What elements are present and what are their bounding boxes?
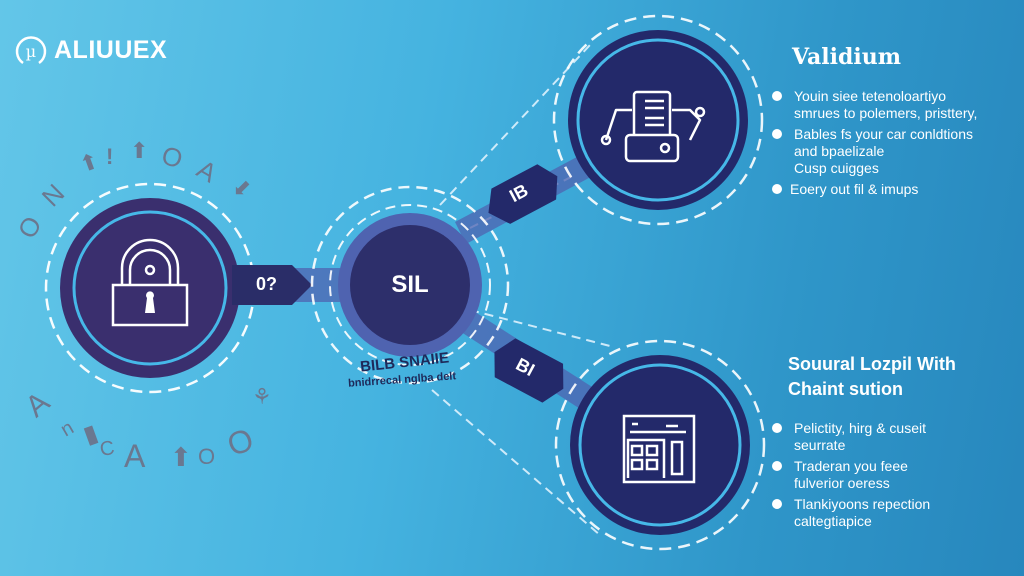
document-printer-icon: [600, 90, 706, 163]
logo-mark-icon: µ: [15, 36, 47, 65]
panel-secure-logic: Souural Lozpil With Chaint sution Pelict…: [768, 352, 1018, 534]
ring-char: ⬆: [130, 138, 149, 163]
bullet-item: Bables fs your car conldtions and bpaeli…: [768, 126, 1018, 177]
hub-node: [310, 185, 510, 385]
ring-char: !: [106, 144, 114, 169]
bullet-item: Eoery out fil & imups: [768, 181, 1018, 198]
bullet-dot-icon: [772, 461, 782, 471]
bottom-node: [554, 339, 766, 551]
bottom-connector-badge: [494, 338, 564, 403]
bullet-item: Youin siee tetenoloartiyo smrues to pole…: [768, 88, 1018, 122]
bullet-dot-icon: [772, 91, 782, 101]
hub-label: SIL: [391, 271, 429, 298]
panel-secure-title-line1: Souural Lozpil With: [788, 354, 956, 374]
bullet-dot-icon: [772, 129, 782, 139]
bullet-dot-icon: [772, 184, 782, 194]
bullet-dot-icon: [772, 423, 782, 433]
ring-char: ⚘: [252, 384, 272, 409]
left-connector-badge: [232, 265, 312, 305]
ring-char: O: [198, 444, 216, 469]
bullet-item: Tlankiyoons repection caltegtiapice: [768, 496, 1018, 530]
panel-validium: Validium Youin siee tetenoloartiyo smrue…: [768, 44, 1018, 202]
svg-text:µ: µ: [26, 42, 36, 61]
panel-validium-bullets: Youin siee tetenoloartiyo smrues to pole…: [768, 88, 1018, 198]
left-node: [44, 182, 256, 394]
panel-validium-title: Validium: [792, 44, 902, 70]
bullet-dot-icon: [772, 499, 782, 509]
bullet-item: Traderan you feee fulverior oeress: [768, 458, 1018, 492]
padlock-icon: [111, 238, 189, 327]
panel-secure-bullets: Pelictity, hirg & cuseit seurrate Trader…: [768, 420, 1018, 530]
brand-logo[interactable]: µ ALIUUEX: [14, 33, 167, 67]
top-connector-badge: [488, 164, 558, 224]
bullet-item: Pelictity, hirg & cuseit seurrate: [768, 420, 1018, 454]
ring-char: A: [124, 438, 146, 474]
calculator-grid-icon: [622, 414, 696, 484]
ring-char: ⬆: [170, 442, 192, 472]
panel-secure-title-line2: Chaint sution: [788, 379, 903, 399]
brand-name: ALIUUEX: [54, 35, 168, 64]
left-connector-label: 0?: [256, 274, 278, 294]
